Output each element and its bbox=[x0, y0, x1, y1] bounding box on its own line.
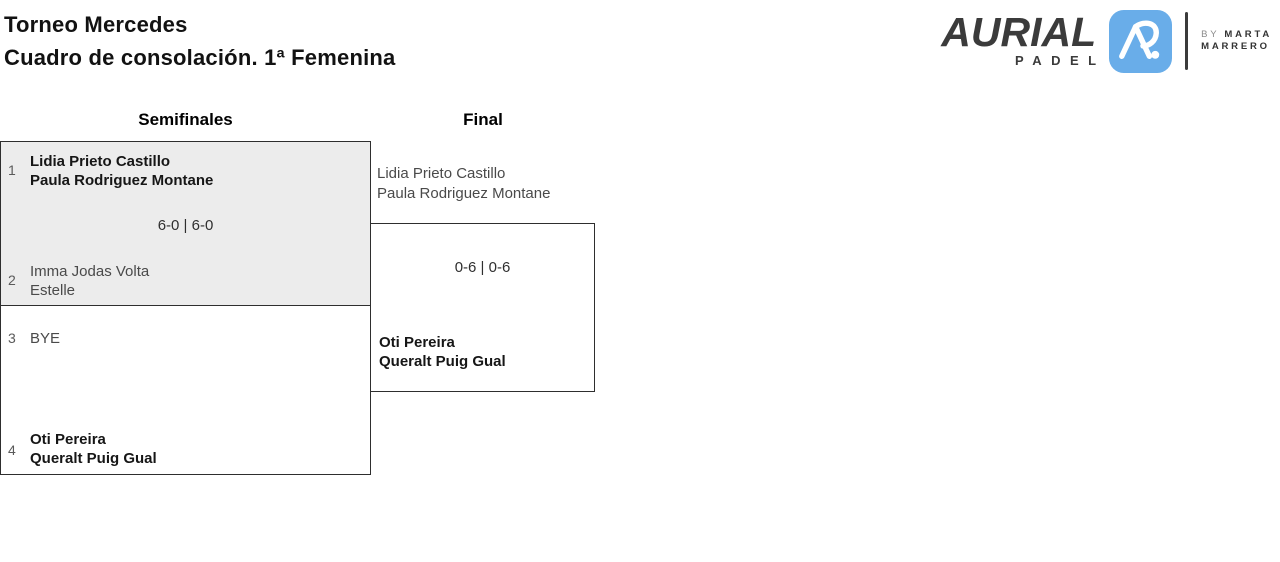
team-name-line: Paula Rodriguez Montane bbox=[377, 184, 551, 202]
team-name: Lidia Prieto Castillo Paula Rodriguez Mo… bbox=[377, 164, 550, 203]
logo-byline: BY MARTA MARRERO bbox=[1201, 29, 1272, 53]
monogram-dot bbox=[1151, 50, 1160, 59]
seed-number: 2 bbox=[8, 272, 16, 288]
seed-number: 3 bbox=[8, 330, 16, 346]
match-score: 0-6 | 0-6 bbox=[454, 259, 511, 276]
team-name-line: BYE bbox=[30, 330, 61, 347]
team-name-line: Queralt Puig Gual bbox=[30, 450, 157, 467]
aurial-monogram-icon bbox=[1109, 9, 1173, 73]
aurial-brand-text: AURIAL bbox=[941, 9, 1097, 55]
match-box-semifinal-2: 3 BYE 4 Oti Pereira Queralt Puig Gual bbox=[0, 305, 371, 475]
match-box-semifinal-1: 1 Lidia Prieto Castillo Paula Rodriguez … bbox=[0, 141, 371, 306]
team-name-line: Paula Rodriguez Montane bbox=[30, 172, 214, 189]
page-title: Torneo Mercedes Cuadro de consolación. 1… bbox=[4, 8, 395, 74]
logo-by-prefix: BY bbox=[1201, 29, 1220, 40]
team-name: Oti Pereira Queralt Puig Gual bbox=[379, 333, 506, 371]
seed-number: 1 bbox=[8, 162, 16, 178]
column-header-semifinales: Semifinales bbox=[138, 110, 233, 129]
seed-number: 4 bbox=[8, 442, 16, 458]
aurial-padel-logo: AURIAL PADEL BY MARTA MARRERO bbox=[941, 8, 1272, 74]
column-header-final: Final bbox=[463, 110, 503, 129]
team-name-line: Lidia Prieto Castillo bbox=[30, 153, 171, 170]
team-name-line: Estelle bbox=[30, 282, 76, 299]
team-name-line: Queralt Puig Gual bbox=[379, 353, 506, 370]
logo-byline-line1: BY MARTA bbox=[1201, 29, 1272, 41]
aurial-wordmark: AURIAL PADEL bbox=[941, 9, 1097, 69]
match-box-final: 0-6 | 0-6 Oti Pereira Queralt Puig Gual bbox=[370, 223, 595, 392]
page-title-line1: Torneo Mercedes bbox=[4, 12, 188, 37]
page-title-line2: Cuadro de consolación. 1ª Femenina bbox=[4, 45, 396, 70]
logo-byline-line2: MARRERO bbox=[1201, 41, 1270, 52]
team-name-line: Imma Jodas Volta bbox=[30, 263, 150, 280]
match-score: 6-0 | 6-0 bbox=[157, 217, 214, 234]
team-name: BYE bbox=[30, 329, 60, 348]
team-name: Oti Pereira Queralt Puig Gual bbox=[30, 430, 157, 468]
team-name-line: Oti Pereira bbox=[379, 334, 455, 351]
aurial-padel-text: PADEL bbox=[1015, 53, 1106, 68]
logo-by-name1: MARTA bbox=[1224, 29, 1272, 40]
monogram-hook-shape bbox=[1132, 20, 1160, 49]
team-name: Imma Jodas Volta Estelle bbox=[30, 262, 149, 300]
logo-divider bbox=[1185, 12, 1189, 70]
team-name-line: Oti Pereira bbox=[30, 431, 106, 448]
team-name: Lidia Prieto Castillo Paula Rodriguez Mo… bbox=[30, 152, 213, 190]
team-name-line: Lidia Prieto Castillo bbox=[377, 165, 506, 182]
